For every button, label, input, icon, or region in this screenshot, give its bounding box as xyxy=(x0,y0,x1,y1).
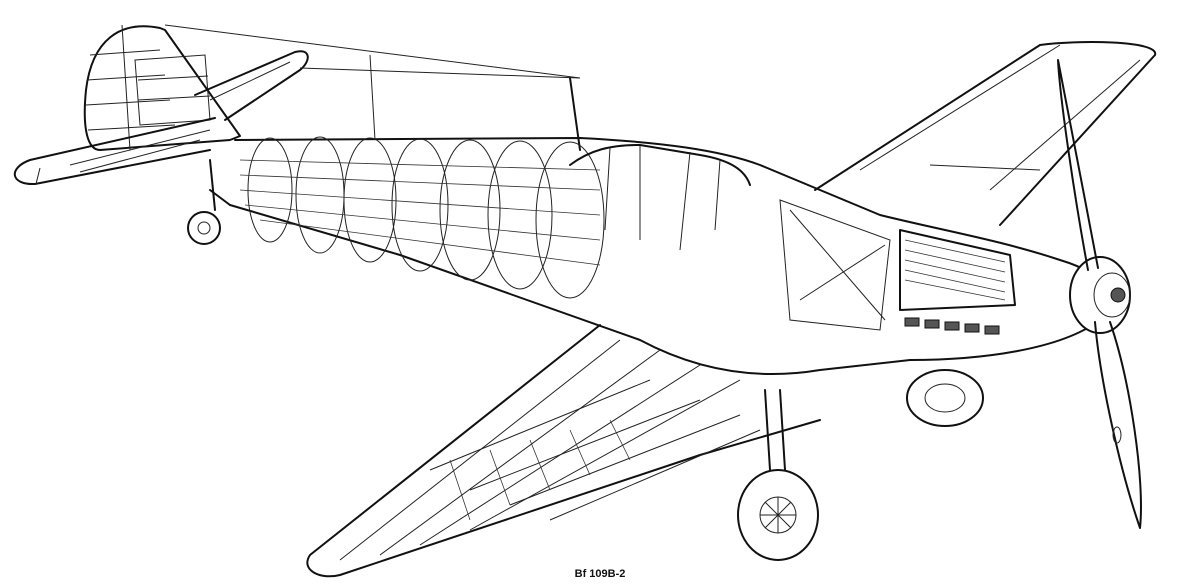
figure-caption: Bf 109B-2 xyxy=(574,568,626,580)
engine xyxy=(779,199,1016,335)
antenna-wire xyxy=(164,24,581,151)
tail-wheel xyxy=(187,159,221,245)
right-wing xyxy=(814,41,1157,226)
left-wing xyxy=(306,324,821,578)
tail-fin xyxy=(83,24,241,151)
propeller xyxy=(1057,59,1142,529)
tail-plane xyxy=(13,50,309,186)
exhaust-stubs xyxy=(904,317,1000,335)
cockpit-canopy xyxy=(569,144,751,251)
wing-ribs xyxy=(449,419,631,521)
fuselage-frames xyxy=(247,136,605,299)
main-landing-gear xyxy=(737,369,984,561)
